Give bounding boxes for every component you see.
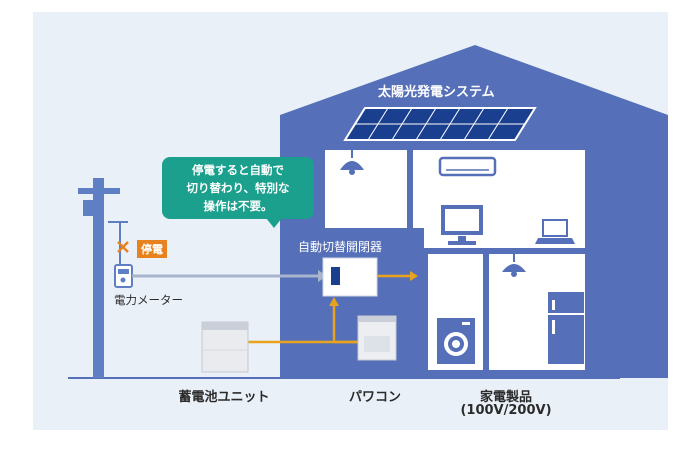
outage-badge: 停電 (137, 240, 167, 258)
meter-label: 電力メーター (114, 293, 183, 307)
auto-switch-icon (322, 257, 378, 297)
switch-label: 自動切替開閉器 (298, 240, 383, 254)
pcs-to-switch-arrow-head (329, 297, 339, 306)
air-conditioner-icon (438, 156, 497, 177)
appliances-voltage-label: (100V/200V) (460, 403, 552, 418)
battery-unit-icon (201, 321, 249, 373)
television-icon (441, 205, 483, 245)
outage-x-icon (117, 241, 129, 253)
pcs-label: パワコン (348, 390, 401, 405)
room-top-left (325, 150, 407, 228)
solar-system-title: 太陽光発電システム (378, 85, 495, 100)
battery-label: 蓄電池ユニット (178, 390, 270, 405)
laptop-icon (535, 219, 575, 244)
ceiling-lamp-right-icon (502, 254, 526, 277)
callout-line-1: 停電すると自動で (192, 163, 284, 177)
callout-tail (266, 218, 282, 228)
callout-line-3: 操作は不要。 (203, 199, 273, 213)
callout-line-2: 切り替わり、特別な (186, 181, 290, 195)
power-conditioner-icon (357, 315, 397, 361)
ceiling-lamp-icon (340, 150, 364, 175)
electric-meter-icon (114, 264, 133, 288)
washing-machine-icon (437, 318, 475, 364)
solar-panel-icon (343, 107, 537, 141)
callout-box: 停電すると自動で 切り替わり、特別な 操作は不要。 (162, 157, 314, 219)
switch-to-appliance-arrow-head (410, 271, 418, 281)
refrigerator-icon (548, 292, 584, 364)
appliances-label: 家電製品 (479, 390, 532, 405)
